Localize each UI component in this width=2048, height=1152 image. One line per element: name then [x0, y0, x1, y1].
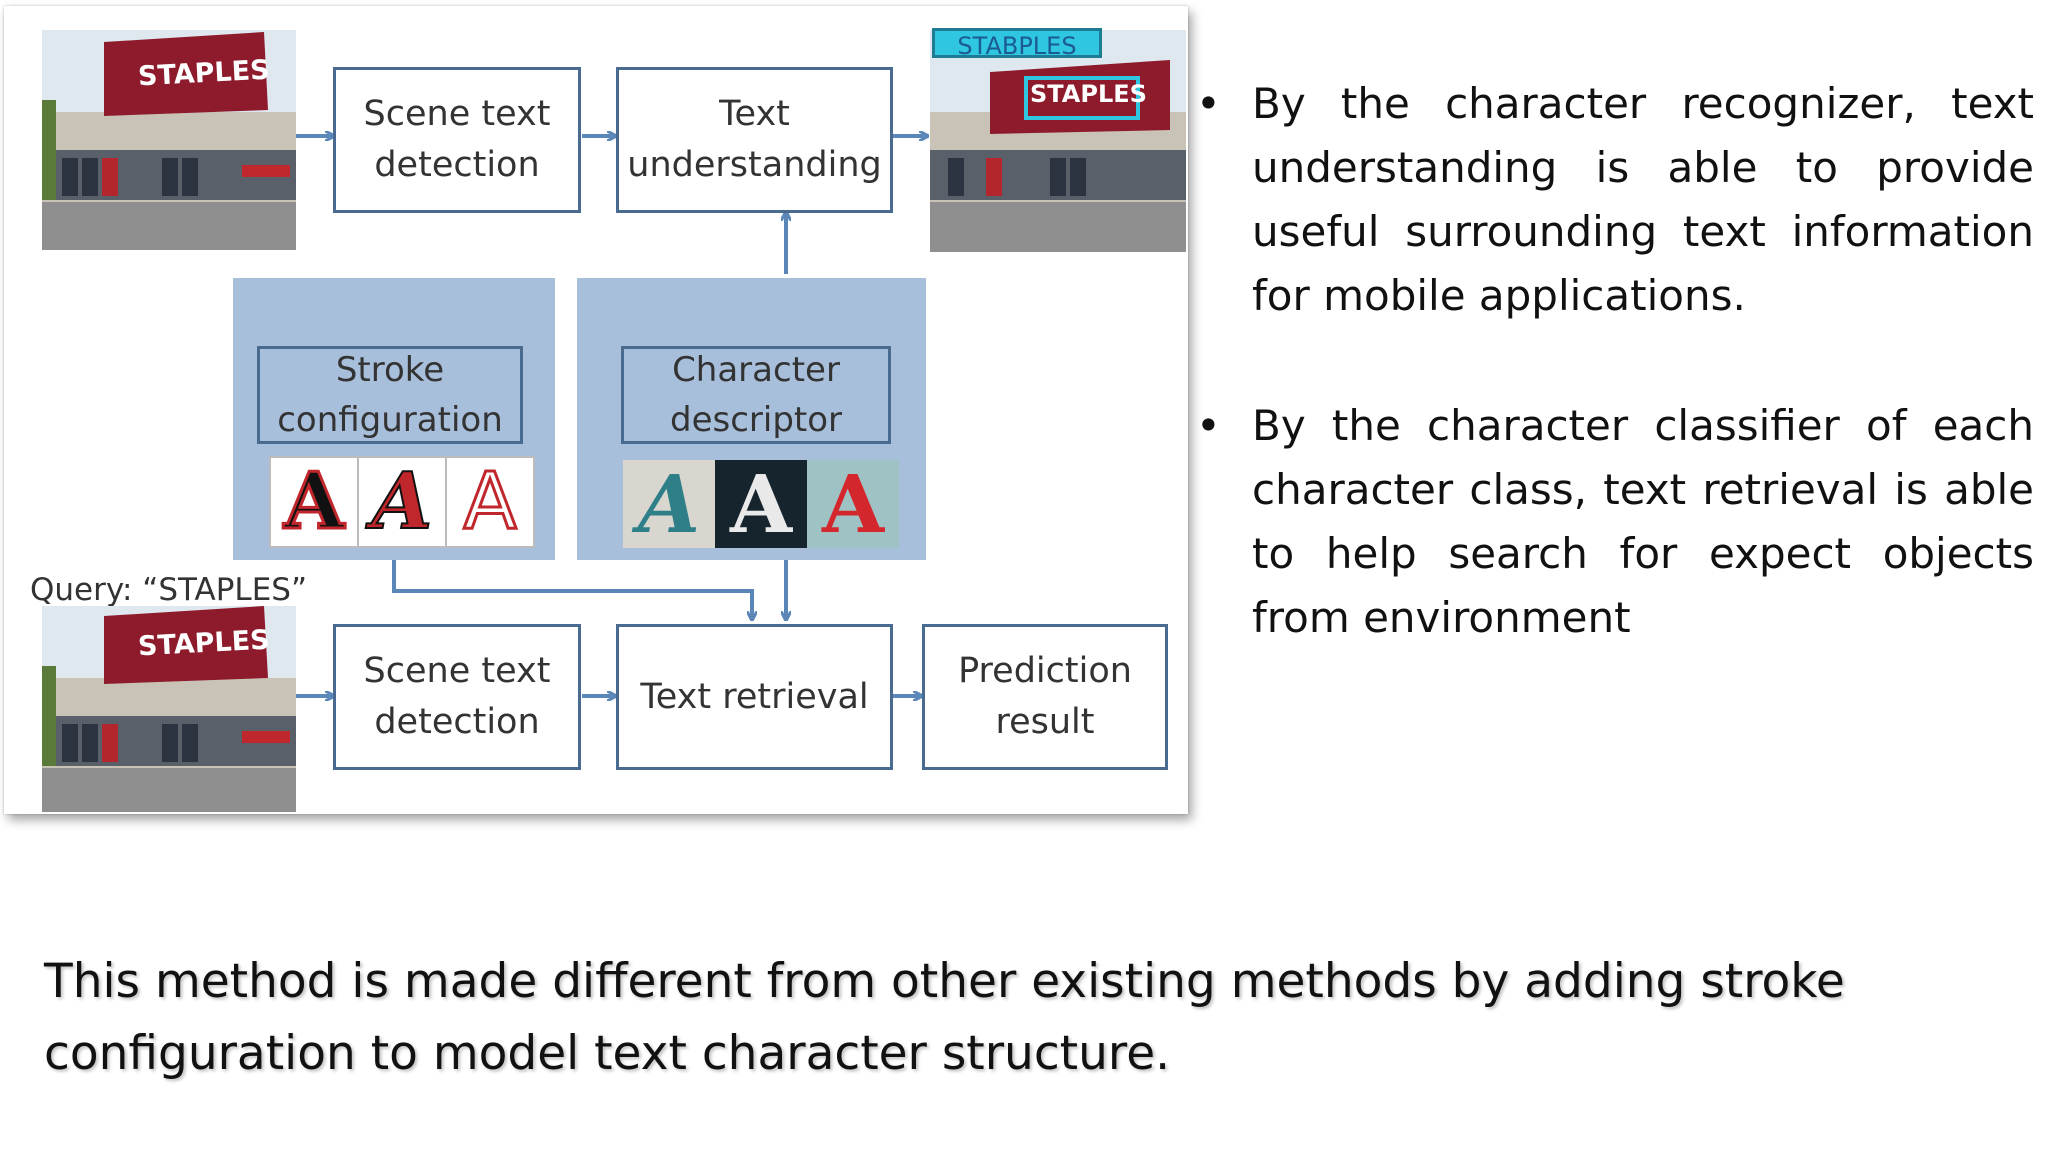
bullet-text-1: By the character recognizer, text unders… [1252, 79, 2034, 320]
stroke-glyph-sample-1: A [269, 456, 359, 548]
store-sign-text-bottom: STAPLES [137, 624, 271, 663]
bullet-item-1: • By the character recognizer, text unde… [1196, 72, 2034, 328]
store-photo-top: STAPLES [42, 30, 296, 250]
character-descriptor-panel: Character descriptor A A A [577, 278, 926, 560]
store-sign-text-result: STAPLES [1030, 80, 1147, 108]
node-scene-text-detection-top: Scene text detection [333, 67, 581, 213]
stroke-glyph-sample-2: A [357, 456, 447, 548]
bullet-item-2: • By the character classifier of each ch… [1196, 394, 2034, 650]
method-diagram: STAPLES Scene text detection Text unders… [4, 6, 1188, 814]
bullet-dot-icon: • [1196, 79, 1221, 128]
store-sign-text-top: STAPLES [137, 54, 271, 93]
bullet-list: • By the character recognizer, text unde… [1196, 72, 2034, 650]
stroke-configuration-panel: Stroke configuration A A A [233, 278, 555, 560]
query-label: Query: “STAPLES” [30, 572, 308, 608]
result-photo-top: STAPLES [930, 30, 1186, 252]
bullet-text-2: By the character classifier of each char… [1252, 401, 2034, 642]
node-stroke-configuration: Stroke configuration [257, 346, 523, 444]
bullet-dot-icon: • [1196, 401, 1221, 450]
diagram-connectors [294, 6, 1188, 814]
node-scene-text-detection-bottom: Scene text detection [333, 624, 581, 770]
arrow-stroke-to-retrieval [392, 556, 752, 618]
descriptor-glyph-sample-2: A [715, 460, 807, 548]
node-text-retrieval: Text retrieval [616, 624, 893, 770]
node-text-understanding: Text understanding [616, 67, 893, 213]
stroke-glyph-sample-3: A [445, 456, 535, 548]
detected-text-label: STABPLES [932, 28, 1102, 60]
slide-caption: This method is made different from other… [44, 954, 1845, 1081]
descriptor-glyph-sample-3: A [807, 460, 899, 548]
node-prediction-result: Prediction result [922, 624, 1168, 770]
store-photo-bottom: STAPLES [42, 606, 296, 812]
descriptor-glyph-sample-1: A [623, 460, 715, 548]
node-character-descriptor: Character descriptor [621, 346, 891, 444]
